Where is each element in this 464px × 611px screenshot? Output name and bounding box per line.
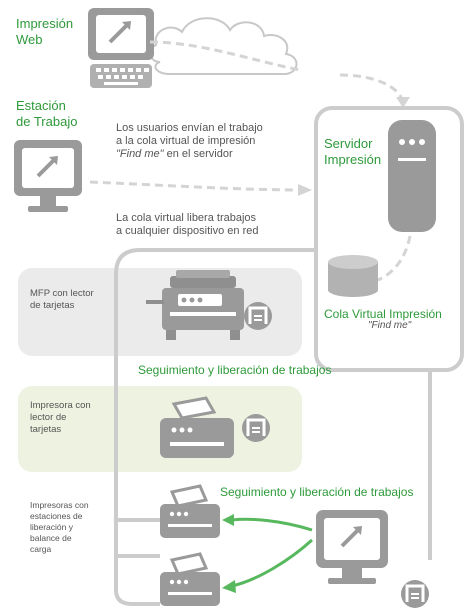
card-reader-icon [242, 414, 270, 442]
label-card-printer: Impresora con lector de tarjetas [30, 400, 91, 435]
find-me-text: "Find me" [116, 148, 164, 160]
label-virtual-queue: Cola Virtual Impresión [324, 307, 442, 321]
card-reader-icon [401, 580, 429, 608]
server-icon [388, 120, 436, 232]
users-send-line-3: "Find me" en el servidor [116, 148, 306, 161]
monitor-icon [316, 510, 388, 584]
users-send-tail: en el servidor [163, 148, 233, 160]
database-icon [328, 255, 378, 297]
label-virtual-queue-release: La cola virtual libera trabajos a cualqu… [116, 212, 259, 237]
label-virtual-queue-find-me: "Find me" [368, 320, 412, 331]
label-workstation: Estación de Trabajo [16, 98, 78, 129]
card-reader-icon [244, 302, 272, 330]
label-web-print: Impresión Web [16, 16, 74, 47]
printer-icon [160, 484, 220, 538]
label-mfp-card: MFP con lector de tarjetas [30, 288, 94, 311]
green-release-arrows [222, 514, 314, 593]
label-tracking-2: Seguimiento y liberación de trabajos [220, 485, 414, 499]
printer-icon [160, 552, 220, 606]
label-tracking-1: Seguimiento y liberación de trabajos [138, 363, 332, 377]
cloud-icon [149, 17, 298, 75]
users-send-line-2: a la cola virtual de impresión [116, 135, 256, 147]
printer-icon [160, 396, 234, 458]
label-users-send: Los usuarios envían el trabajo a la cola… [116, 122, 306, 161]
computer-icon [88, 8, 154, 88]
users-send-line-1: Los usuarios envían el trabajo [116, 122, 263, 134]
label-print-server: Servidor Impresión [324, 136, 382, 167]
label-release-printers: Impresoras con estaciones de liberación … [30, 500, 89, 554]
mfp-icon [146, 270, 244, 340]
monitor-icon [14, 140, 82, 212]
